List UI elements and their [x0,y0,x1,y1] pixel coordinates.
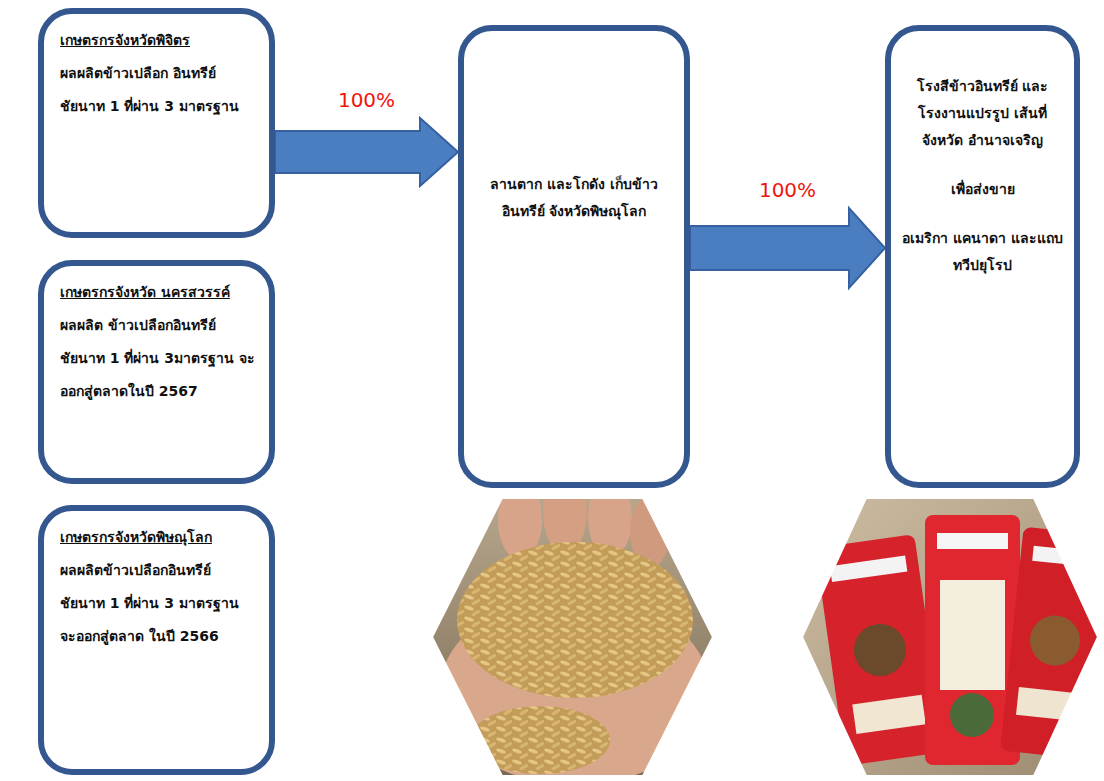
rice-pile [457,542,693,698]
farmer-box: เกษตรกรจังหวัดพิษณุโลกผลผลิตข้าวเปลือกอิ… [38,505,275,775]
market-text: อเมริกา แคนาดา และแถบทวีปยุโรป [901,225,1064,279]
farmer-heading: เกษตรกรจังหวัดพิจิตร [60,24,257,57]
mill-text: โรงสีข้าวอินทรีย์ และโรงงานแปรรูป เส้นที… [901,73,1064,154]
farmer-box: เกษตรกรจังหวัด นครสวรรค์ผลผลิต ข้าวเปลือ… [38,260,275,484]
hexagon-frame [432,498,713,776]
farmer-output-text: ผลผลิต ข้าวเปลือกอินทรีย์ชัยนาท 1 ที่ผ่า… [60,317,255,399]
farmer-heading: เกษตรกรจังหวัดพิษณุโลก [60,521,257,554]
hexagon-frame [802,498,1098,776]
flow-percentage: 100% [757,178,818,202]
photo-ground [800,495,1100,780]
storage-text: ลานตาก และโกดัง เก็บข้าวอินทรีย์ จังหวัด… [474,171,674,225]
purpose-text: เพื่อส่งขาย [951,176,1015,203]
rice-photo [430,470,720,781]
flow-percentage: 100% [336,88,397,112]
farmer-box: เกษตรกรจังหวัดพิจิตรผลผลิตข้าวเปลือก อิน… [38,8,275,238]
farmer-output-text: ผลผลิตข้าวเปลือกอินทรีย์ ชัยนาท 1 ที่ผ่า… [60,554,257,653]
storage-box: ลานตาก และโกดัง เก็บข้าวอินทรีย์ จังหวัด… [458,25,690,488]
mill-box: โรงสีข้าวอินทรีย์ และโรงงานแปรรูป เส้นที… [885,25,1080,488]
farmer-heading: เกษตรกรจังหวัด นครสวรรค์ [60,284,230,300]
product-photo [800,495,1104,780]
rice-spill [470,706,610,774]
flow-arrow [275,118,458,186]
farmer-output-text: ผลผลิตข้าวเปลือก อินทรีย์ชัยนาท 1 ที่ผ่า… [60,57,257,123]
flow-arrow [690,208,885,288]
noodle-pack [1000,527,1104,760]
